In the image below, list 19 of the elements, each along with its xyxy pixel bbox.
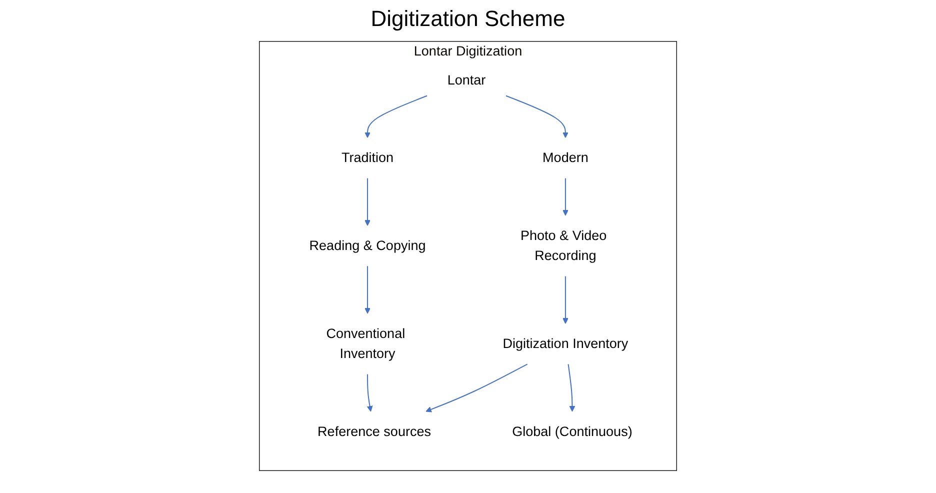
node-text: Lontar <box>447 72 486 88</box>
arrow <box>426 364 528 412</box>
arrow <box>364 95 428 138</box>
node-text: Global (Continuous) <box>512 424 632 440</box>
node-text: Conventional Inventory <box>326 326 406 362</box>
node-text: Modern <box>542 150 588 166</box>
node-text: Reading & Copying <box>309 238 426 254</box>
node-text: Digitization Inventory <box>502 336 628 352</box>
arrow <box>506 95 568 138</box>
node-text: Tradition <box>341 150 394 166</box>
arrow <box>562 178 568 216</box>
diagram-title: Digitization Scheme <box>370 6 566 32</box>
arrow <box>366 374 373 412</box>
arrow <box>364 266 370 314</box>
arrow <box>364 178 370 226</box>
node-text: Reference sources <box>318 424 432 440</box>
arrow <box>568 364 576 412</box>
node-text: Photo & Video Recording <box>520 228 607 264</box>
arrow <box>562 276 568 324</box>
